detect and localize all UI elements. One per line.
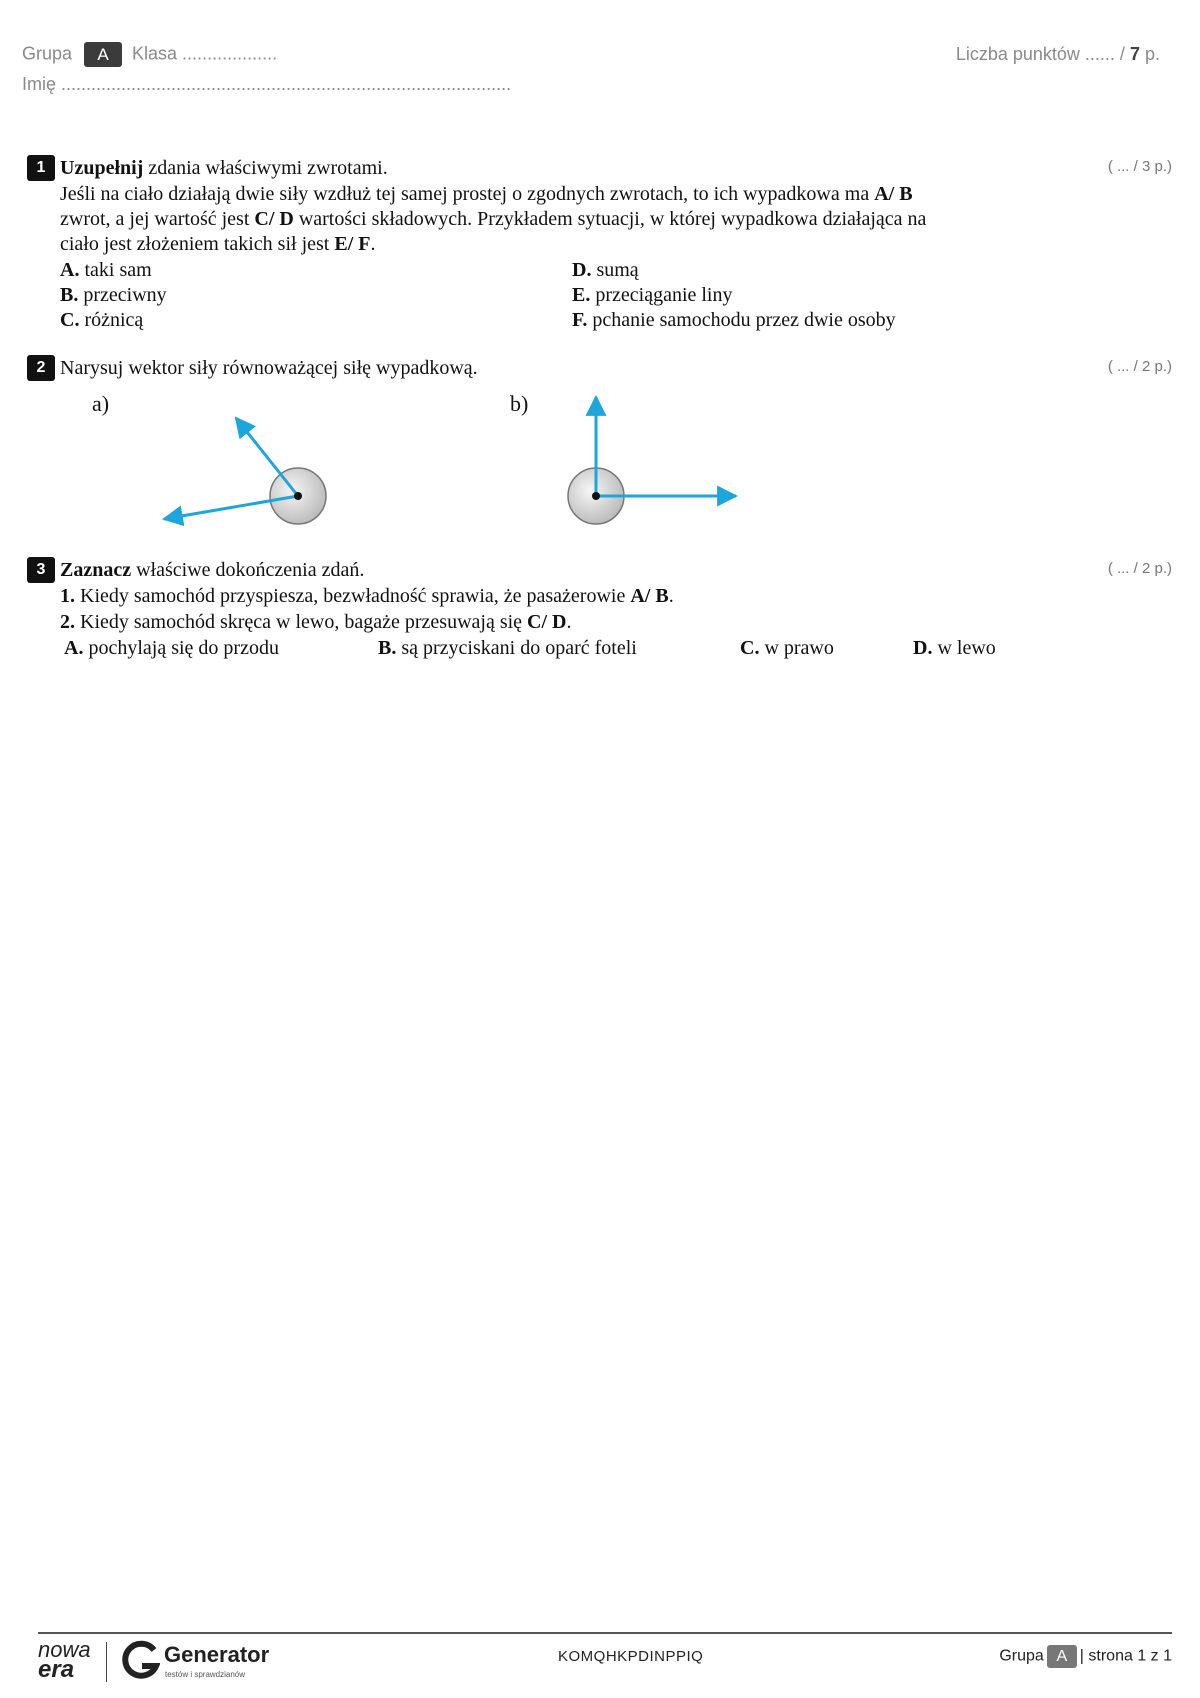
option-text: pochylają się do przodu <box>83 637 279 659</box>
question-3-instruction: Zaznacz właściwe dokończenia zdań. <box>60 558 364 582</box>
option-letter: C. <box>740 637 760 659</box>
option-letter: D. <box>913 637 933 659</box>
sentence-end: . <box>668 585 674 607</box>
diagram-a[interactable] <box>161 416 327 527</box>
option-letter: F. <box>572 309 588 331</box>
option-text: w prawo <box>759 637 834 659</box>
option-text: różnicą <box>79 309 144 331</box>
sentence-number: 2. <box>60 611 75 633</box>
q1-option-b[interactable]: B. przeciwny <box>60 283 167 307</box>
q1-choice-ef[interactable]: E/ F <box>334 233 371 255</box>
force-diagrams[interactable] <box>0 385 1200 535</box>
logo-top-text: nowa <box>38 1637 91 1662</box>
q1-choice-ab[interactable]: A/ B <box>874 183 913 205</box>
diagram-b[interactable] <box>567 394 739 525</box>
option-letter: C. <box>60 309 80 331</box>
q1-choice-cd[interactable]: C/ D <box>254 208 294 230</box>
footer-group-label: Grupa <box>999 1647 1044 1665</box>
question-3-sentence-2: 2. Kiedy samochód skręca w lewo, bagaże … <box>60 610 572 634</box>
points-suffix: p. <box>1144 44 1160 64</box>
question-3-sentence-1: 1. Kiedy samochód przyspiesza, bezwładno… <box>60 584 674 608</box>
question-1-points: ( ... / 3 p.) <box>1107 158 1172 175</box>
question-1-number: 1 <box>27 155 55 181</box>
sentence-text: Kiedy samochód przyspiesza, bezwładność … <box>75 585 631 607</box>
question-1-verb: Uzupełnij <box>60 157 144 179</box>
q1-option-c[interactable]: C. różnicą <box>60 308 143 332</box>
option-text: są przyciskani do oparć foteli <box>396 637 637 659</box>
page-number: | strona 1 z 1 <box>1079 1647 1172 1665</box>
sentence-text: Kiedy samochód skręca w lewo, bagaże prz… <box>75 611 528 633</box>
option-letter: B. <box>378 637 397 659</box>
option-text: przeciąganie liny <box>590 284 733 306</box>
q1-line3-end: . <box>370 233 376 255</box>
option-letter: B. <box>60 284 79 306</box>
option-text: sumą <box>591 259 639 281</box>
q3-choice-cd[interactable]: C/ D <box>527 611 567 633</box>
question-1-line-1: Jeśli na ciało działają dwie siły wzdłuż… <box>60 182 913 206</box>
q1-option-d[interactable]: D. sumą <box>572 258 639 282</box>
document-code: KOMQHKPDINPPIQ <box>558 1648 704 1665</box>
generator-g-icon <box>122 1640 160 1679</box>
question-2-number: 2 <box>27 355 55 381</box>
q3-option-b[interactable]: B. są przyciskani do oparć foteli <box>378 636 637 660</box>
logo-bottom-text: era <box>38 1656 75 1683</box>
q1-line2-text-a: zwrot, a jej wartość jest <box>60 208 255 230</box>
q1-line3-text: ciało jest złożeniem takich sił jest <box>60 233 335 255</box>
sentence-number: 1. <box>60 585 75 607</box>
question-2-instruction: Narysuj wektor siły równoważącej siłę wy… <box>60 357 478 379</box>
application-point-a <box>294 492 302 500</box>
group-label: Grupa <box>22 43 73 64</box>
option-letter: D. <box>572 259 592 281</box>
footer-group-badge: A <box>1046 1645 1077 1668</box>
option-text: przeciwny <box>78 284 167 306</box>
force-vector-a2 <box>161 494 299 527</box>
option-letter: A. <box>60 259 80 281</box>
option-text: w lewo <box>932 637 996 659</box>
q1-option-f[interactable]: F. pchanie samochodu przez dwie osoby <box>572 308 896 332</box>
q1-option-a[interactable]: A. taki sam <box>60 258 152 282</box>
option-letter: E. <box>572 284 591 306</box>
q3-option-c[interactable]: C. w prawo <box>740 636 834 660</box>
group-field: Grupa A Klasa ................... <box>22 42 277 67</box>
nowa-era-logo: nowa era <box>38 1637 91 1683</box>
question-1-line-2: zwrot, a jej wartość jest C/ D wartości … <box>60 207 926 231</box>
q3-option-a[interactable]: A. pochylają się do przodu <box>64 636 279 660</box>
application-point-b <box>592 492 600 500</box>
logo-separator <box>106 1642 107 1682</box>
name-field[interactable]: Imię ...................................… <box>22 74 512 94</box>
points-total: 7 <box>1129 44 1140 64</box>
footer-divider <box>38 1632 1172 1634</box>
question-1-instruction-text: zdania właściwymi zwrotami. <box>143 157 388 179</box>
question-3-points: ( ... / 2 p.) <box>1107 560 1172 577</box>
generator-subtitle: testów i sprawdzianów <box>165 1670 246 1679</box>
points-prefix: Liczba punktów ...... / <box>955 44 1125 64</box>
q3-option-d[interactable]: D. w lewo <box>913 636 996 660</box>
sentence-end: . <box>566 611 572 633</box>
question-3-number: 3 <box>27 557 55 583</box>
q1-line2-text-b: wartości składowych. Przykładem sytuacji… <box>293 208 927 230</box>
option-text: taki sam <box>79 259 152 281</box>
question-2-points: ( ... / 2 p.) <box>1107 358 1172 375</box>
group-badge: A <box>84 42 123 67</box>
q1-line1-text: Jeśli na ciało działają dwie siły wzdłuż… <box>60 183 875 205</box>
question-3-verb: Zaznacz <box>60 559 132 581</box>
option-text: pchanie samochodu przez dwie osoby <box>587 309 896 331</box>
diagram-b-label: b) <box>510 391 529 416</box>
q1-option-e[interactable]: E. przeciąganie liny <box>572 283 733 307</box>
diagram-a-label: a) <box>92 391 110 416</box>
question-3-instruction-text: właściwe dokończenia zdań. <box>131 559 365 581</box>
force-vector-a1 <box>234 416 300 497</box>
option-letter: A. <box>64 637 84 659</box>
points-summary: Liczba punktów ...... / 7 p. <box>956 44 1160 65</box>
q3-choice-ab[interactable]: A/ B <box>630 585 669 607</box>
question-1-line-3: ciało jest złożeniem takich sił jest E/ … <box>60 232 375 256</box>
question-1-instruction: Uzupełnij zdania właściwymi zwrotami. <box>60 156 388 180</box>
class-field[interactable]: Klasa ................... <box>132 43 278 64</box>
generator-wordmark: Generator <box>164 1642 270 1667</box>
